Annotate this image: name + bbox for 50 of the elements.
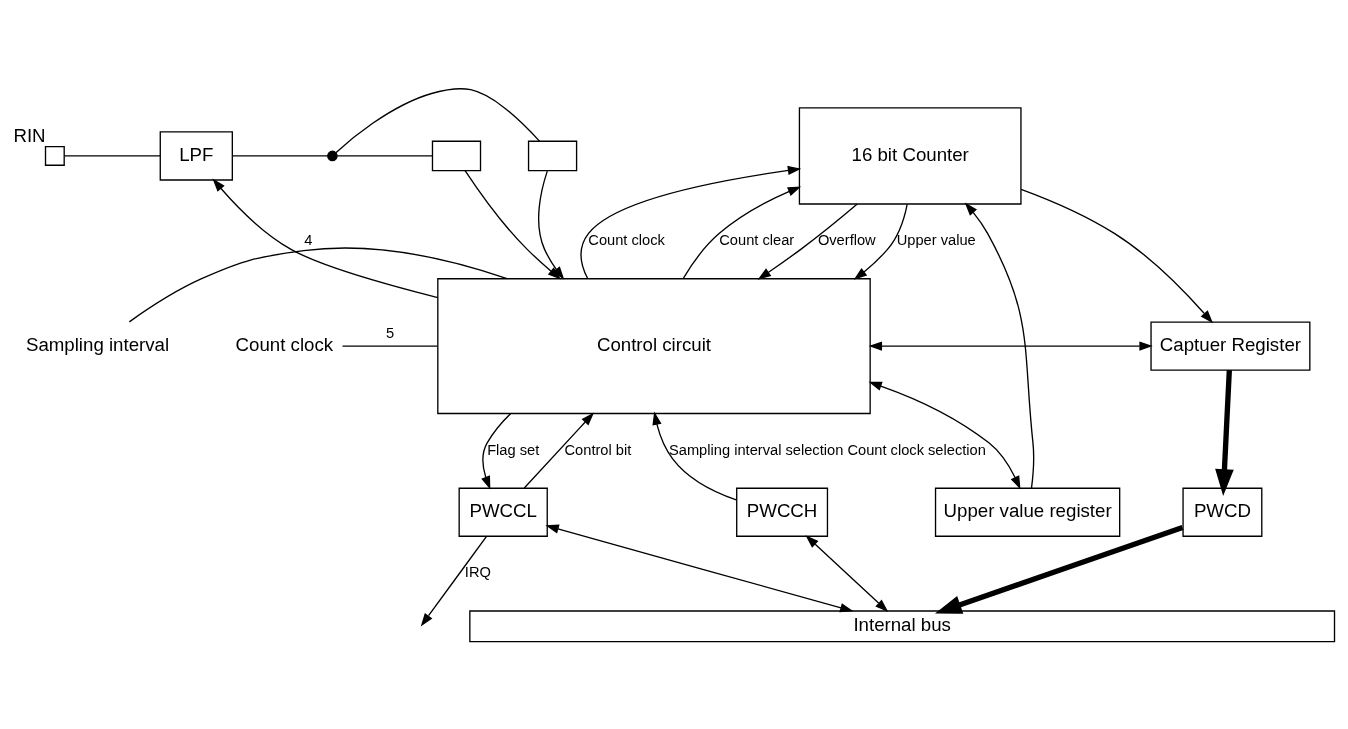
connector bbox=[128, 246, 508, 322]
node-text: Count clock bbox=[235, 333, 334, 355]
node-box bbox=[44, 145, 65, 166]
node-circle bbox=[327, 150, 338, 161]
arrow bbox=[1020, 188, 1213, 323]
connector bbox=[231, 154, 329, 157]
edge-label: IRQ bbox=[464, 563, 491, 580]
arrow bbox=[964, 202, 1035, 489]
node-box: Internal bus bbox=[469, 609, 1336, 642]
arrow bbox=[464, 169, 562, 279]
arrow bbox=[212, 177, 439, 298]
edge-label: Count clear bbox=[719, 231, 795, 248]
edge-label: Upper value bbox=[896, 231, 976, 248]
node-box: PWCCH bbox=[736, 487, 829, 537]
arrow bbox=[652, 411, 737, 501]
edge-label: Overflow bbox=[817, 231, 876, 248]
node-box: Control circuit bbox=[437, 277, 871, 414]
edge-label: Sampling interval selection Count clock selection bbox=[669, 441, 986, 458]
connector bbox=[336, 154, 433, 157]
node-label: RIN bbox=[13, 124, 46, 146]
arrow bbox=[682, 186, 802, 279]
edge-label: Control bit bbox=[564, 441, 632, 458]
node-box: LPF bbox=[159, 130, 233, 181]
arrow bbox=[545, 523, 854, 612]
edge-label: Count clock bbox=[588, 231, 665, 248]
arrow bbox=[934, 524, 1184, 614]
node-box: Captuer Register bbox=[1150, 320, 1311, 371]
arrow bbox=[481, 412, 512, 489]
arrow bbox=[757, 202, 858, 280]
edge-label: 5 bbox=[386, 324, 395, 341]
node-box bbox=[431, 140, 482, 171]
node-box: 16 bit Counter bbox=[798, 106, 1022, 205]
arrow bbox=[868, 381, 1021, 489]
node-box bbox=[527, 140, 578, 171]
connector bbox=[335, 87, 541, 153]
node-box: PWCD bbox=[1182, 487, 1263, 537]
connector bbox=[341, 344, 439, 347]
edge-label: Flag set bbox=[487, 441, 540, 458]
arrow bbox=[523, 411, 595, 489]
arrow bbox=[420, 535, 487, 626]
node-text: Sampling interval bbox=[25, 333, 170, 355]
arrow bbox=[1215, 369, 1234, 496]
node-box: Upper value register bbox=[934, 487, 1121, 537]
connector bbox=[63, 154, 161, 157]
arrow bbox=[805, 534, 889, 612]
arrow bbox=[868, 340, 1153, 351]
node-box: PWCCL bbox=[458, 487, 548, 537]
arrow bbox=[580, 165, 802, 279]
edge-label: 4 bbox=[304, 231, 313, 248]
arrow bbox=[853, 203, 908, 280]
